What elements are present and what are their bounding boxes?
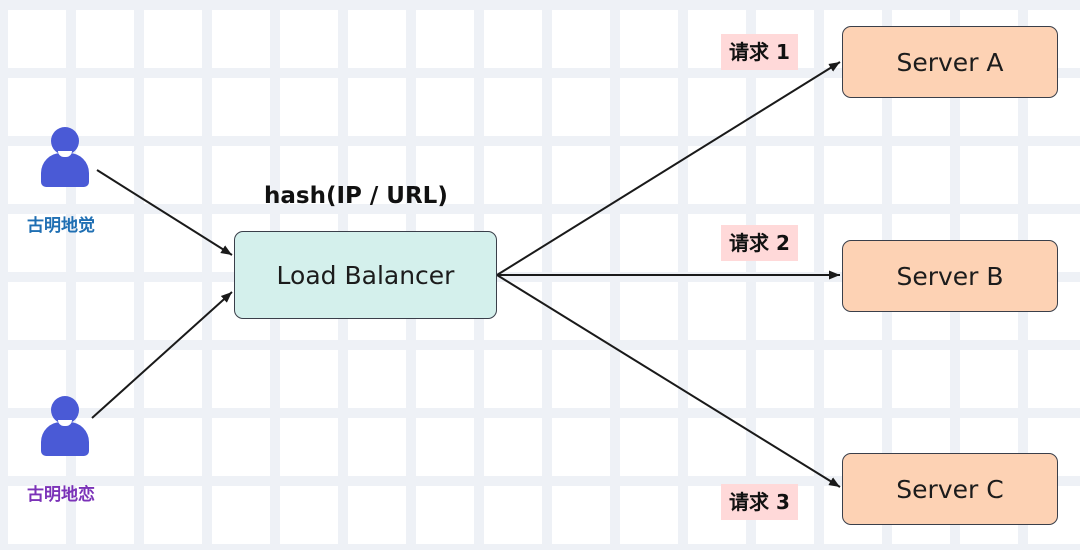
arrow-user1-to-lb — [96, 169, 233, 256]
user-icon-body — [41, 422, 89, 456]
arrow-lb-to-server-c — [496, 274, 841, 488]
user-icon-head — [51, 396, 79, 424]
request-label-1: 请求 1 — [721, 34, 798, 70]
user-1-name: 古明地觉 — [27, 216, 95, 236]
hash-algorithm-label: hash(IP / URL) — [264, 183, 448, 209]
user-icon-head — [51, 127, 79, 155]
user-icon-body — [41, 153, 89, 187]
server-a-box: Server A — [842, 26, 1058, 98]
arrow-user2-to-lb — [91, 291, 233, 419]
user-icon-neck — [58, 151, 72, 157]
request-label-3: 请求 3 — [721, 484, 798, 520]
user-icon — [39, 396, 91, 458]
request-label-2: 请求 2 — [721, 225, 798, 261]
user-2-name: 古明地恋 — [27, 485, 95, 505]
server-b-box: Server B — [842, 240, 1058, 312]
user-icon — [39, 127, 91, 189]
load-balancer-box: Load Balancer — [234, 231, 497, 319]
server-c-box: Server C — [842, 453, 1058, 525]
arrow-lb-to-server-a — [496, 61, 841, 276]
user-icon-neck — [58, 420, 72, 426]
